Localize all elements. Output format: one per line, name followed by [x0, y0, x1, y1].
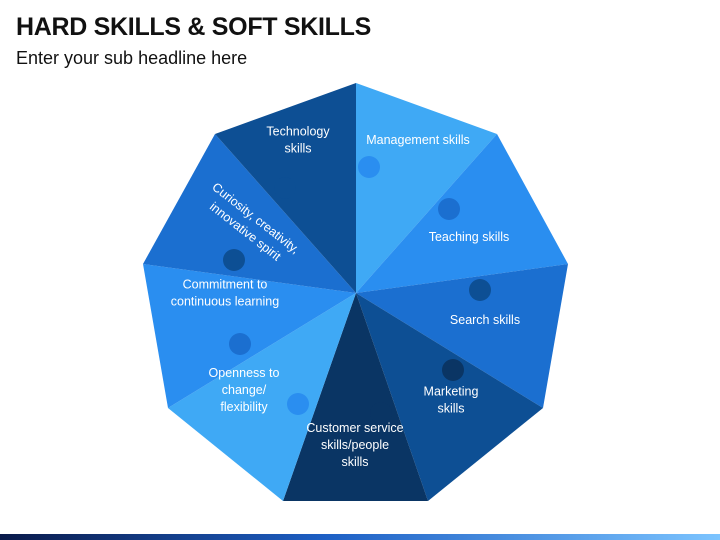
segment-label-line: skills/people [321, 438, 389, 452]
segment-label-line: skills [437, 402, 464, 416]
puzzle-knob-2 [358, 156, 380, 178]
segment-label-line: flexibility [220, 400, 268, 414]
footer-accent-bar [0, 534, 720, 540]
segment-label-line: skills [341, 455, 368, 469]
segment-label-3: Teaching skills [429, 230, 510, 244]
segment-label-line: Customer service [306, 421, 403, 435]
diagram-segment-4 [356, 293, 543, 501]
puzzle-knob-3 [438, 198, 460, 220]
segment-label-2: Management skills [366, 133, 470, 147]
segment-label-line: Management skills [366, 133, 470, 147]
segment-label-8: Commitment to continuous learning [171, 278, 279, 309]
diagram-segment-5 [283, 293, 428, 501]
puzzle-knob-7 [287, 393, 309, 415]
segment-label-7: Openness to change/flexibility [209, 366, 280, 414]
puzzle-knob-6 [370, 402, 392, 424]
segment-label-4: Search skills [450, 313, 520, 327]
segment-label-6: Customer service skills/people skills [306, 421, 403, 469]
puzzle-knob-8 [229, 333, 251, 355]
puzzle-knob-1 [274, 177, 296, 199]
diagram-segment-7 [143, 264, 356, 408]
slide-subtitle: Enter your sub headline here [16, 48, 248, 68]
diagram-segment-3 [356, 264, 568, 408]
segment-label-5: Marketing skills [424, 385, 479, 416]
diagram-segment-8 [143, 134, 356, 293]
segment-label-line: change/ [222, 383, 267, 397]
segment-label-line: Teaching skills [429, 230, 510, 244]
puzzle-knob-4 [469, 279, 491, 301]
segment-label-line: Commitment to [183, 278, 268, 292]
segment-label-line: Technology [266, 125, 330, 139]
diagram-segment-2 [356, 134, 568, 293]
diagram-segment-6 [168, 293, 356, 501]
slide-title: HARD SKILLS & SOFT SKILLS [16, 13, 372, 41]
segment-label-line: Search skills [450, 313, 520, 327]
puzzle-knob-9 [223, 249, 245, 271]
segment-label-line: skills [284, 142, 311, 156]
segment-label-line: Openness to [209, 366, 280, 380]
segment-label-1: Technology skills [266, 125, 330, 156]
diagram-segment-1 [356, 83, 497, 293]
segment-label-line: Marketing [424, 385, 479, 399]
puzzle-knob-5 [442, 359, 464, 381]
segment-label-line: continuous learning [171, 295, 279, 309]
